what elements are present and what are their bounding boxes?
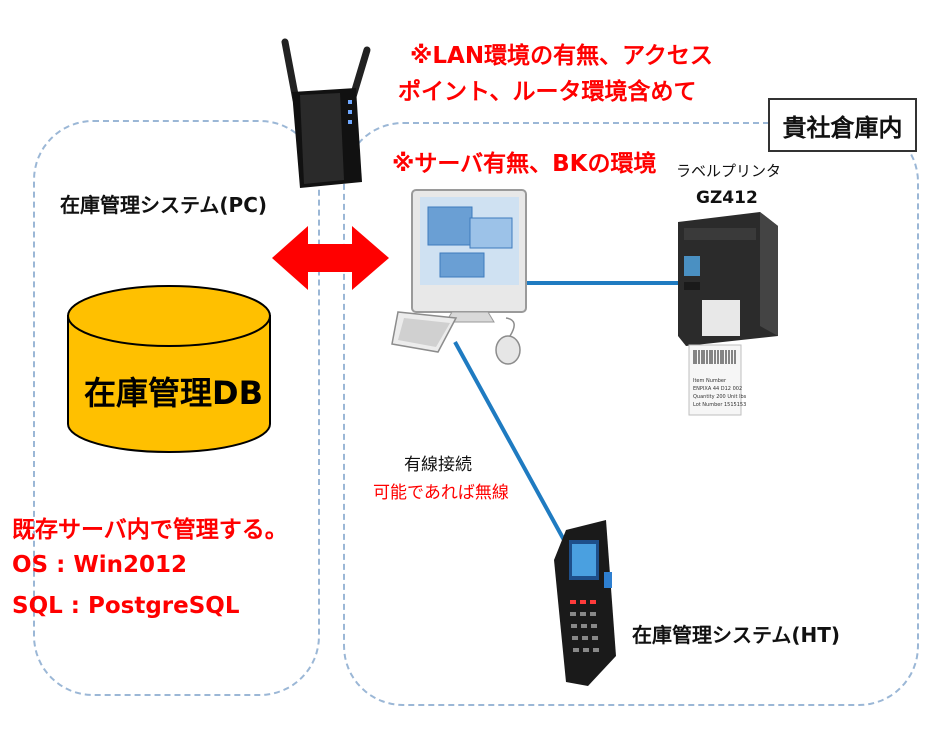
database-icon bbox=[67, 285, 271, 453]
wired-connection-label: 有線接続 bbox=[404, 455, 472, 475]
db-label: 在庫管理DB bbox=[84, 374, 263, 412]
label-paper-line3: Quantity 200 Unit lbs bbox=[693, 394, 747, 400]
wireless-connection-label: 可能であれば無線 bbox=[373, 483, 509, 503]
router-icon bbox=[281, 38, 371, 188]
pc-icon bbox=[391, 189, 527, 365]
pc-handheld-line bbox=[453, 341, 577, 561]
printer-model: GZ412 bbox=[696, 188, 758, 208]
lan-note-line2: ポイント、ルータ環境含めて bbox=[398, 79, 697, 105]
server-note: 既存サーバ内で管理する。 bbox=[12, 517, 288, 543]
handheld-icon bbox=[554, 520, 616, 686]
lan-note-line1: ※LAN環境の有無、アクセス bbox=[410, 43, 713, 69]
sql-note: SQL : PostgreSQL bbox=[12, 593, 240, 619]
warehouse-title: 貴社倉庫内 bbox=[782, 114, 903, 142]
warehouse-title-box bbox=[768, 98, 917, 152]
pc-system-label: 在庫管理システム(PC) bbox=[60, 193, 268, 217]
pc-system-region bbox=[33, 120, 320, 696]
printer-icon bbox=[678, 212, 778, 346]
label-paper-line1: Item Number bbox=[693, 378, 727, 384]
warehouse-region bbox=[343, 122, 919, 706]
server-bk-note: ※サーバ有無、BKの環境 bbox=[392, 151, 657, 177]
label-paper-icon bbox=[688, 344, 742, 416]
os-note: OS : Win2012 bbox=[12, 552, 187, 578]
label-paper-line4: Lot Number 1515153 bbox=[693, 402, 747, 408]
printer-label: ラベルプリンタ bbox=[676, 162, 782, 180]
label-paper-line2: ENPIXA 44 D12 002 bbox=[693, 386, 743, 392]
handheld-system-label: 在庫管理システム(HT) bbox=[632, 623, 841, 647]
bidirectional-arrow bbox=[272, 226, 389, 290]
